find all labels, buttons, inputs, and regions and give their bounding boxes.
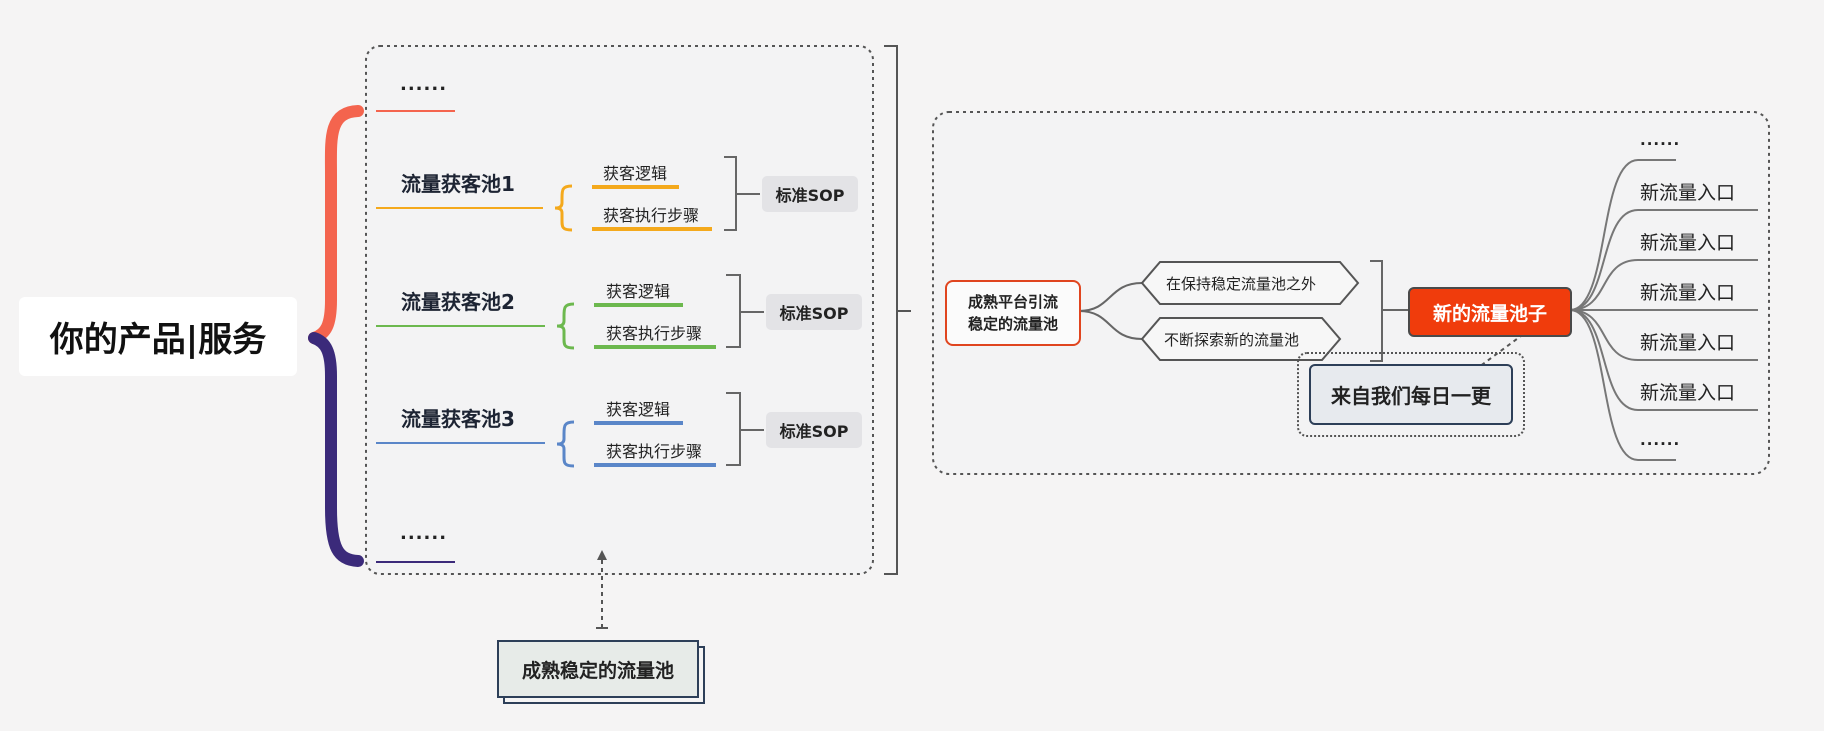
entry-1: 新流量入口	[1640, 182, 1736, 204]
entry-2: 新流量入口	[1640, 232, 1736, 254]
pool1-sop-label: 标准SOP	[775, 186, 845, 205]
big-bracket	[884, 45, 898, 575]
mature-platform-node: 成熟平台引流 稳定的流量池	[945, 280, 1081, 346]
pool3-brace	[556, 420, 575, 468]
pool2-title: 流量获客池2	[401, 290, 515, 314]
new-pool-label: 新的流量池子	[1432, 302, 1547, 325]
pool3-sop: 标准SOP	[766, 412, 862, 448]
entry-ellipsis-top: ......	[1640, 131, 1681, 149]
ellipsis-bottom: ......	[400, 523, 448, 544]
pool3-steps: 获客执行步骤	[606, 442, 703, 461]
entry-4: 新流量入口	[1640, 332, 1736, 354]
hex-keep-label: 在保持稳定流量池之外	[1166, 275, 1317, 293]
hex-explore-shape	[1140, 317, 1342, 361]
pool3-title: 流量获客池3	[401, 407, 515, 431]
root-brace-top	[308, 105, 364, 344]
entry-ellipsis-bottom: ......	[1640, 431, 1681, 449]
pool1-title: 流量获客池1	[401, 172, 515, 196]
daily-update-label: 来自我们每日一更	[1331, 384, 1491, 408]
pool3-sop-label: 标准SOP	[779, 422, 849, 441]
pool1-sop: 标准SOP	[762, 176, 858, 212]
stable-pool-label: 成熟稳定的流量池	[521, 659, 674, 682]
pool2-logic: 获客逻辑	[606, 282, 671, 301]
pool2-sop-label: 标准SOP	[779, 304, 849, 323]
mature-line2: 稳定的流量池	[967, 315, 1058, 333]
daily-dotted-frame	[1297, 352, 1525, 437]
pool1-brace	[554, 184, 573, 232]
pool1-steps: 获客执行步骤	[603, 206, 700, 225]
entry-3: 新流量入口	[1640, 282, 1736, 304]
hex-explore-label: 不断探索新的流量池	[1164, 331, 1300, 349]
pool2-brace	[556, 302, 575, 350]
new-pool-container	[932, 111, 1770, 475]
root-label: 你的产品|服务	[49, 320, 267, 360]
stable-pool-box: 成熟稳定的流量池	[497, 640, 699, 698]
pool2-sop: 标准SOP	[766, 294, 862, 330]
ellipsis-top: ......	[400, 74, 448, 95]
hex-keep-shape	[1140, 261, 1360, 305]
daily-update-node: 来自我们每日一更	[1309, 364, 1513, 425]
new-pool-node: 新的流量池子	[1408, 287, 1572, 337]
root-brace-bottom	[308, 332, 364, 567]
mature-line1: 成熟平台引流	[967, 293, 1058, 311]
pool2-steps: 获客执行步骤	[606, 324, 703, 343]
pool3-logic: 获客逻辑	[606, 400, 671, 419]
root-node: 你的产品|服务	[19, 297, 297, 376]
pool1-logic: 获客逻辑	[603, 164, 668, 183]
entry-5: 新流量入口	[1640, 382, 1736, 404]
entry-connectors	[1569, 159, 1758, 461]
